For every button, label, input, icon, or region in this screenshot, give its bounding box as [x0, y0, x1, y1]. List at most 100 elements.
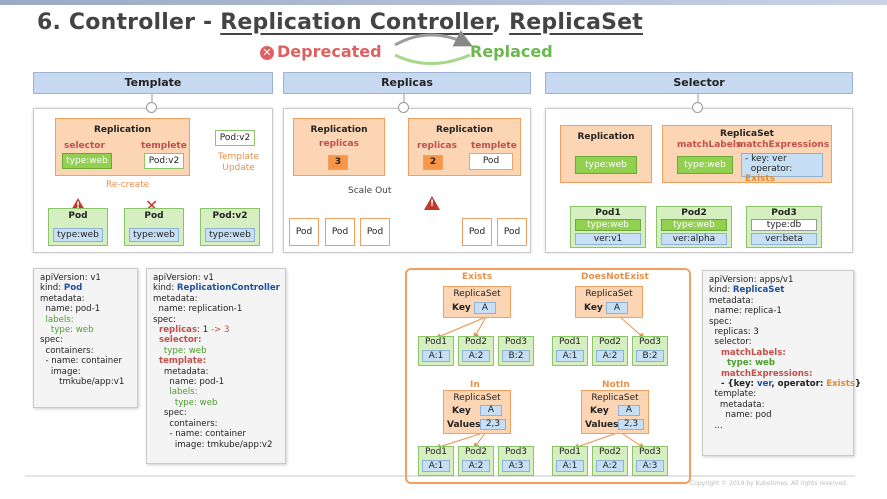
rs-in: ReplicaSet Key A Values 2,3	[443, 390, 511, 434]
key-value: A	[606, 302, 628, 314]
key-value: A	[618, 405, 640, 416]
pod-box: Pod	[497, 218, 527, 246]
selector-pod-2: Pod2 type:web ver:alpha	[656, 206, 732, 248]
selector-label: selector	[64, 141, 105, 151]
op-dne-title: DoesNotExist	[581, 272, 649, 282]
matchlabels-type: type:web	[677, 156, 733, 174]
pod-label-type: type:web	[575, 219, 641, 231]
pod-label-ver: ver:alpha	[661, 233, 727, 245]
template-update-label: Template Update	[218, 152, 260, 173]
key-label: Key	[452, 406, 471, 416]
match-expression: - key: ver operator: Exists	[741, 153, 823, 184]
scale-out-label: Scale Out	[348, 186, 392, 196]
replication-label: Replication	[577, 132, 635, 142]
values-label: Values	[585, 420, 619, 430]
selector-pod-1: Pod1 type:web ver:v1	[570, 206, 646, 248]
pod-label-ver: ver:beta	[751, 233, 817, 245]
templete-label: templete	[141, 141, 187, 151]
pod-label-type: type:db	[751, 219, 817, 231]
connector-dot	[398, 102, 409, 113]
templete-pod: Pod:v2	[144, 153, 184, 169]
pod-label-ver: ver:v1	[575, 233, 641, 245]
header-selector: Selector	[545, 72, 853, 94]
header-template: Template	[33, 72, 273, 94]
pod-label-type: type:web	[205, 228, 255, 242]
replication-scale-box: Replication replicas 3	[293, 118, 385, 176]
replicaset-box: ReplicaSet matchLabels matchExpressions …	[662, 125, 832, 184]
values-value: 2,3	[480, 419, 506, 430]
pod-label-type: type:web	[129, 228, 179, 242]
pod-name: Pod3	[771, 208, 797, 218]
rs-exists: ReplicaSet Key A	[443, 286, 511, 318]
replicas-count: 2	[423, 155, 443, 170]
replication-label: Replication	[310, 125, 368, 135]
rc-title: Replication Controller	[220, 10, 493, 35]
pod-box-1: Pod type:web	[48, 208, 108, 246]
new-pod-template: Pod:v2	[215, 130, 255, 146]
values-value: 2,3	[618, 419, 644, 430]
replication-template-box: Replication replicas templete 2 Pod	[408, 118, 521, 176]
deprecated-label: ✕Deprecated	[260, 42, 382, 61]
rs-label: ReplicaSet	[453, 393, 501, 403]
template-pod: Pod	[469, 153, 513, 170]
replaced-arrow	[394, 30, 473, 47]
op-in-title: In	[470, 380, 480, 390]
pod-box: Pod	[289, 218, 319, 246]
replicas-label: replicas	[417, 141, 457, 151]
x-icon: ✕	[260, 46, 274, 60]
rs-notin: ReplicaSet Key A Values 2,3	[581, 390, 649, 434]
replaced-label: Replaced	[470, 42, 553, 61]
pod-name: Pod1	[595, 208, 621, 218]
pod-box-3: Pod:v2 type:web	[200, 208, 260, 246]
selector-type-web: type:web	[62, 153, 112, 169]
pod-label: Pod:v2	[212, 211, 248, 221]
rs-title: ReplicaSet	[509, 10, 644, 35]
top-accent-bar	[0, 0, 887, 5]
templete-label: templete	[471, 141, 517, 151]
copyright-text: Copyright © 2019 by Kubetimes. All right…	[690, 480, 848, 487]
pod-label: Pod	[144, 211, 164, 221]
op-notin-title: NotIn	[602, 380, 630, 390]
replaced-arc-bottom	[394, 53, 471, 65]
pod-label-type: type:web	[661, 219, 727, 231]
pod-box-2: Pod type:web	[124, 208, 184, 246]
selector-operators-panel	[405, 268, 691, 484]
replicaset-label: ReplicaSet	[720, 129, 774, 139]
pod-box: Pod	[325, 218, 355, 246]
pod-name: Pod2	[681, 208, 707, 218]
recreate-label: Re-create	[106, 180, 150, 190]
replication-label: Replication	[435, 125, 494, 135]
op-exists-title: Exists	[462, 272, 493, 282]
selector-type-web: type:web	[575, 156, 637, 174]
key-label: Key	[590, 406, 609, 416]
replication-label: Replication	[93, 125, 152, 135]
selector-replication-box: Replication type:web	[560, 125, 652, 183]
warning-icon: !	[424, 196, 440, 210]
matchlabels-label: matchLabels	[677, 140, 742, 150]
replicas-label: replicas	[319, 139, 359, 149]
replication-box: Replication selector templete type:web P…	[55, 118, 190, 176]
pod-label: Pod	[68, 211, 88, 221]
rs-doesnotexist: ReplicaSet Key A	[575, 286, 643, 318]
key-label: Key	[452, 303, 471, 313]
header-replicas: Replicas	[283, 72, 531, 94]
replicas-count: 3	[328, 155, 348, 170]
rs-label: ReplicaSet	[453, 289, 501, 299]
selector-pod-3: Pod3 type:db ver:beta	[746, 206, 822, 248]
expr-op: operator:	[750, 164, 793, 174]
matchexpressions-label: matchExpressions	[737, 140, 830, 150]
pod-box: Pod	[360, 218, 390, 246]
pod-label-type: type:web	[53, 228, 103, 242]
